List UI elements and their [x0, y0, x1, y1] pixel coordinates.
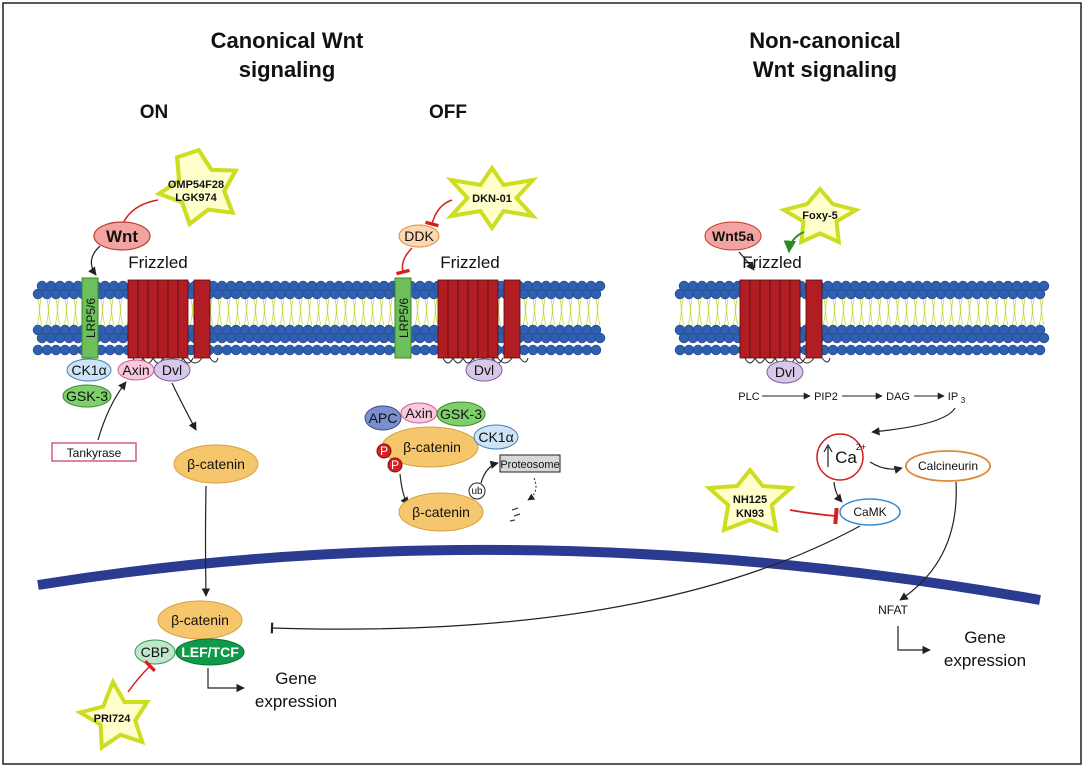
nuclear-membrane — [37, 544, 1041, 605]
nfat-label: NFAT — [878, 603, 908, 617]
ck1a-off — [473, 424, 519, 450]
bcatenin-label-on: β-catenin — [187, 456, 245, 472]
canonical-title-line1: Canonical Wnt — [211, 28, 364, 53]
frizzled-label-on: Frizzled — [128, 253, 188, 272]
gsk3-label-on: GSK-3 — [66, 388, 108, 404]
lrp-receptor-off — [394, 277, 412, 359]
calcineurin-label: Calcineurin — [918, 459, 978, 473]
dvl-noncanonical — [766, 360, 804, 384]
apc — [364, 405, 402, 431]
pri724-label: PRI724 — [94, 713, 132, 725]
apc-label: APC — [369, 410, 398, 426]
frizzled-label-off: Frizzled — [440, 253, 500, 272]
bcatenin-label-ub: β-catenin — [412, 504, 470, 520]
lef-tcf-label: LEF/TCF — [181, 644, 239, 660]
proteosome-label: Proteosome — [500, 459, 559, 471]
nh125-label: NH125 — [733, 494, 767, 506]
ubiquitin — [468, 482, 486, 500]
wnt-ligand — [93, 221, 151, 251]
gsk3-off — [436, 401, 486, 427]
off-label: OFF — [429, 102, 467, 123]
gene-label-canonical: Gene — [275, 669, 317, 688]
wnt5a-label: Wnt5a — [712, 228, 754, 244]
frizzled-label-noncanonical: Frizzled — [742, 253, 802, 272]
dvl-label-off: Dvl — [474, 362, 494, 378]
dkn01-drug-star: DKN-01 — [445, 164, 539, 232]
dvl-on — [153, 358, 191, 382]
wnt-label: Wnt — [106, 227, 138, 246]
wnt5a-ligand — [704, 221, 762, 251]
expression-label-noncanonical: expression — [944, 651, 1026, 670]
gene-label-noncanonical: Gene — [964, 628, 1006, 647]
dvl-off — [465, 358, 503, 382]
noncanonical-title-line1: Non-canonical — [749, 28, 901, 53]
bcatenin-cytoplasm-on — [173, 444, 259, 484]
phospho-2 — [387, 457, 403, 473]
foxy5-drug-star: Foxy-5 — [778, 185, 862, 246]
canonical-title-line2: signaling — [239, 57, 336, 82]
nh125-kn93-drug-star: NH125 KN93 — [704, 466, 796, 534]
axin-label-off: Axin — [405, 405, 432, 421]
omp-lgk-drug-star: OMP54F28 LGK974 — [154, 147, 240, 228]
lgk-label: LGK974 — [175, 192, 217, 204]
phospho-1 — [376, 443, 392, 459]
frizzled-receptor-on — [127, 279, 219, 364]
calcium-superscript: 2+ — [856, 442, 866, 452]
camk-label: CaMK — [853, 505, 886, 519]
plc-label: PLC — [738, 391, 759, 403]
dvl-label-on: Dvl — [162, 362, 182, 378]
ck1a-on — [66, 358, 112, 382]
lef-tcf — [175, 638, 245, 666]
ck1a-label-off: CK1α — [478, 429, 513, 445]
ip-label: IP — [948, 391, 958, 403]
foxy5-label: Foxy-5 — [802, 210, 837, 222]
calcium-label: Ca — [835, 448, 857, 467]
axin-label-on: Axin — [122, 362, 149, 378]
bcatenin-nucleus — [157, 600, 243, 640]
calcineurin — [905, 450, 991, 482]
dag-label: DAG — [886, 391, 910, 403]
lrp-label-on: LRP5/6 — [84, 298, 98, 338]
ub-label: ub — [471, 486, 483, 497]
camk — [839, 498, 901, 526]
frizzled-receptor-off — [437, 279, 529, 364]
cbp-label: CBP — [141, 644, 170, 660]
tankyrase-label: Tankyrase — [67, 446, 122, 460]
on-label: ON — [140, 102, 169, 123]
dvl-label-noncanonical: Dvl — [775, 364, 795, 380]
gsk3-on — [62, 384, 112, 408]
ddk-label: DDK — [404, 228, 434, 244]
expression-label-canonical: expression — [255, 692, 337, 711]
degraded-fragments — [509, 507, 521, 522]
gsk3-label-off: GSK-3 — [440, 406, 482, 422]
ip-subscript: 3 — [961, 396, 966, 405]
bcatenin-label-complex: β-catenin — [403, 439, 461, 455]
frizzled-receptor-noncanonical — [739, 279, 831, 364]
dkn01-label: DKN-01 — [472, 193, 512, 205]
proteosome-box — [499, 454, 561, 473]
lrp-receptor-on — [81, 277, 99, 359]
kn93-label: KN93 — [736, 508, 764, 520]
calcium-up-arrow — [823, 443, 833, 467]
ddk — [398, 224, 440, 248]
lrp-label-off: LRP5/6 — [397, 298, 411, 338]
pri724-drug-star: PRI724 — [74, 677, 151, 752]
phospho-1-label: P — [380, 444, 388, 458]
bcatenin-label-nucleus: β-catenin — [171, 612, 229, 628]
noncanonical-title-line2: Wnt signaling — [753, 57, 897, 82]
phospho-2-label: P — [391, 458, 399, 472]
ck1a-label-on: CK1α — [71, 362, 106, 378]
bcatenin-ubiquitinated — [398, 492, 484, 532]
tankyrase-box — [51, 442, 137, 462]
omp-label: OMP54F28 — [168, 179, 224, 191]
pip2-label: PIP2 — [814, 391, 838, 403]
